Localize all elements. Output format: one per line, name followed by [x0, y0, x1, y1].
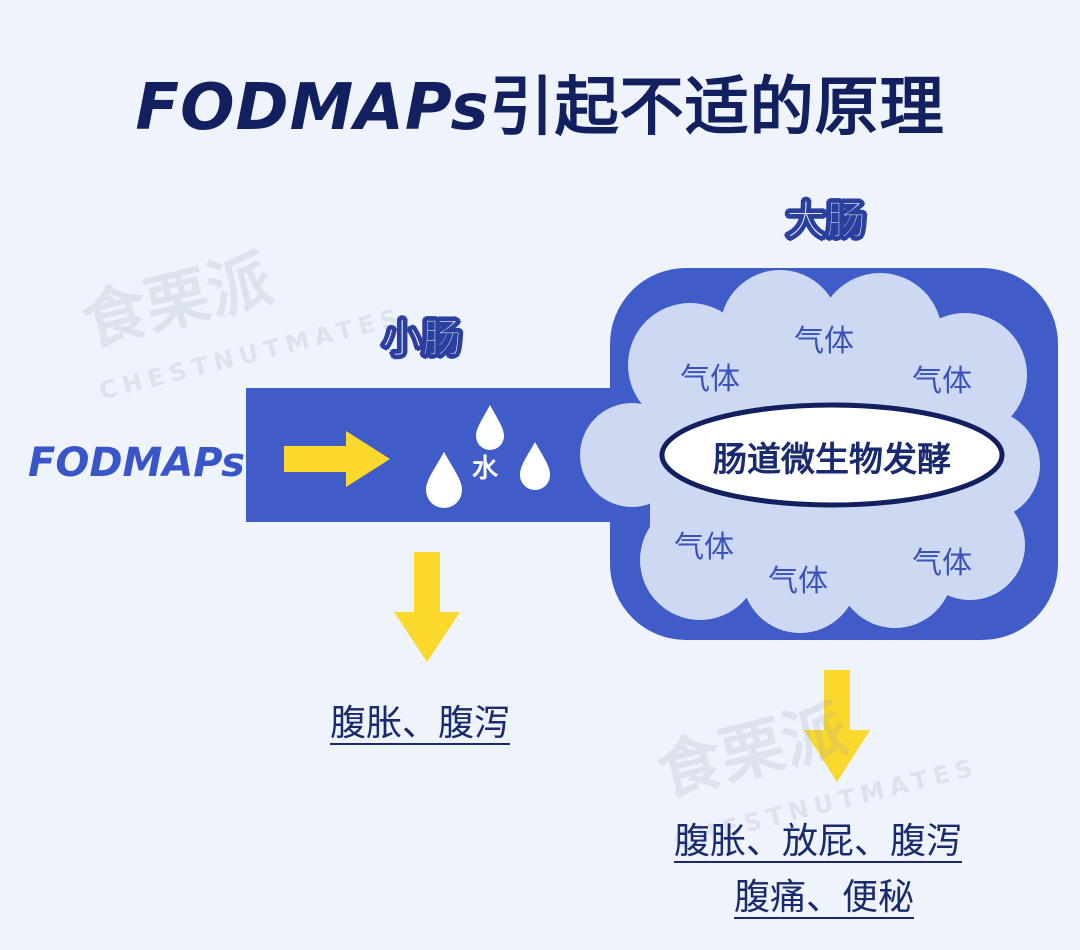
gas-label: 气体	[794, 324, 854, 359]
gas-label: 气体	[912, 546, 972, 581]
title-cn: 引起不适的原理	[489, 71, 945, 145]
title-en: FODMAPs	[135, 71, 490, 145]
outcome-large-intestine-line2: 腹痛、便秘	[734, 877, 915, 918]
outcome-large-intestine-line1: 腹胀、放屁、腹泻	[674, 821, 963, 862]
arrow-down-icon	[804, 670, 870, 782]
gas-label: 气体	[912, 364, 972, 399]
outcome-small-intestine: 腹胀、腹泻	[330, 703, 511, 744]
label-small-intestine: 小肠	[382, 316, 463, 363]
fermentation-ellipse	[659, 402, 1005, 508]
water-drop	[476, 405, 504, 450]
page-title: FODMAPs引起不适的原理	[0, 56, 1080, 148]
label-large-intestine: 大肠	[786, 198, 867, 245]
water-label: 水	[472, 454, 499, 484]
fermentation-label: 肠道微生物发酵	[713, 440, 951, 480]
water-drops	[426, 405, 550, 508]
water-drop	[426, 452, 462, 508]
fodmaps-input-label: FODMAPs	[28, 440, 245, 486]
gas-label: 气体	[768, 564, 828, 599]
arrow-right-icon	[284, 431, 390, 487]
gas-label: 气体	[674, 530, 734, 565]
gas-label: 气体	[680, 362, 740, 397]
arrow-down-icon	[394, 552, 460, 662]
gas-cloud	[580, 270, 1040, 633]
water-drop	[520, 442, 550, 490]
